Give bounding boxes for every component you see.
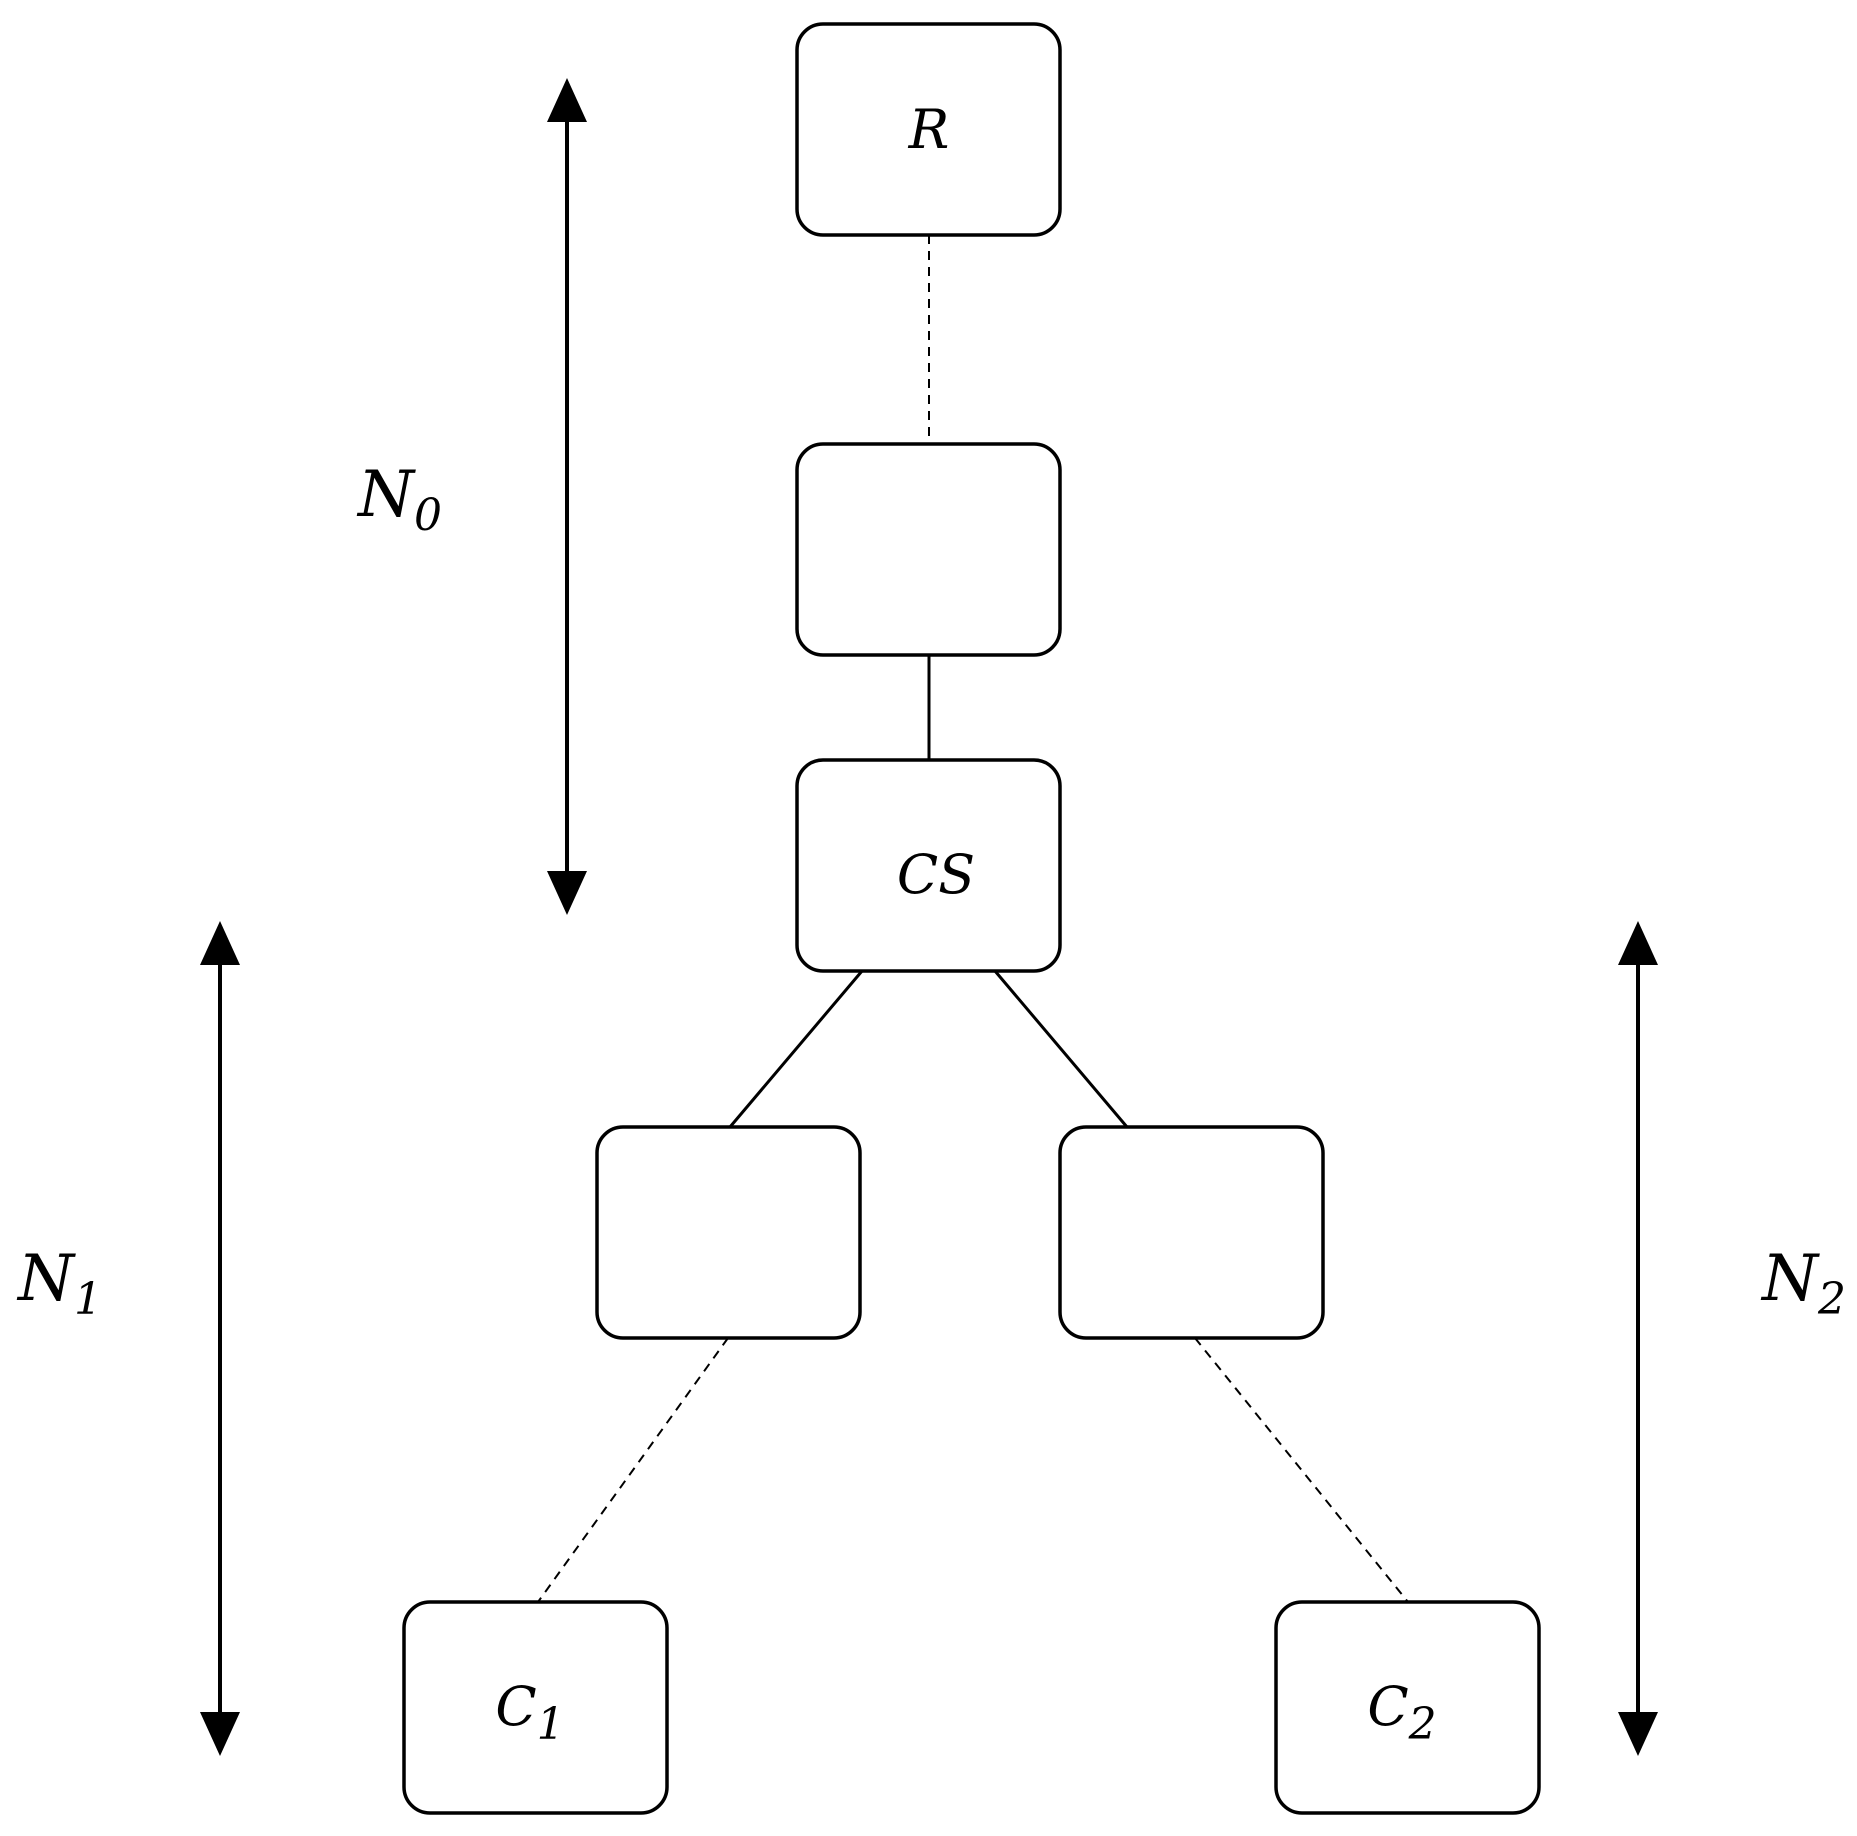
arrow-head-up <box>547 78 587 122</box>
edge-left-mid-to-c1 <box>537 1337 729 1603</box>
n2-label: N2 <box>1760 1242 1846 1325</box>
edge-cs-to-right-mid <box>993 970 1129 1128</box>
n2-range-arrow <box>1618 921 1658 1756</box>
node-c1 <box>402 1600 669 1815</box>
node-root <box>795 22 1062 237</box>
arrow-head-up <box>1618 921 1658 965</box>
edge-cs-to-left-mid <box>728 970 864 1128</box>
arrow-head-up <box>200 921 240 965</box>
node-root-label: R <box>908 98 950 161</box>
n0-range-arrow <box>547 78 587 915</box>
node-left-mid <box>595 1125 862 1340</box>
node-intermediate <box>795 442 1062 657</box>
n1-label: N1 <box>16 1242 102 1325</box>
n1-range-arrow <box>200 921 240 1756</box>
n0-label: N0 <box>356 458 442 541</box>
arrow-head-down <box>1618 1712 1658 1756</box>
arrow-head-down <box>200 1712 240 1756</box>
node-cs <box>795 758 1062 973</box>
node-cs-label: CS <box>897 843 975 906</box>
edge-right-mid-to-c2 <box>1194 1337 1409 1603</box>
node-c1-label: C1 <box>495 1675 564 1750</box>
node-c2 <box>1274 1600 1541 1815</box>
node-right-mid <box>1058 1125 1325 1340</box>
node-c2-label: C2 <box>1367 1675 1436 1750</box>
arrow-head-down <box>547 871 587 915</box>
